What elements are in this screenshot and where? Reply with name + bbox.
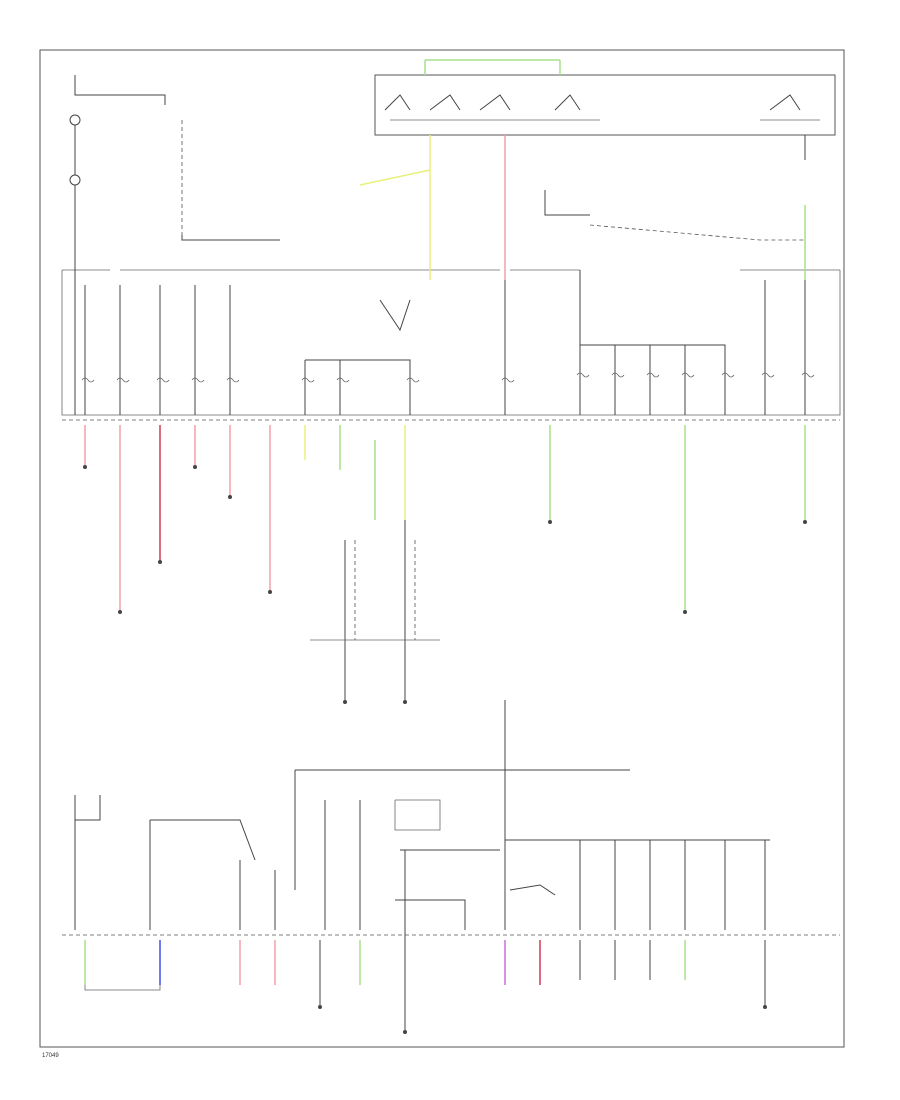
middle-ground-circuits [310,520,440,704]
footer-page-code: 17049 [42,1053,59,1059]
lower-relay-box [74,700,770,1030]
ipdm-internal-frame [61,269,841,416]
ipdm-relay-box [374,74,836,136]
upper-fuse-columns [81,280,815,415]
main-feed-wires [359,59,806,415]
upper-output-wires [83,425,807,614]
lower-output-wires [84,940,767,1034]
fusible-link-column [69,75,280,415]
diagram-frame [39,49,845,1048]
